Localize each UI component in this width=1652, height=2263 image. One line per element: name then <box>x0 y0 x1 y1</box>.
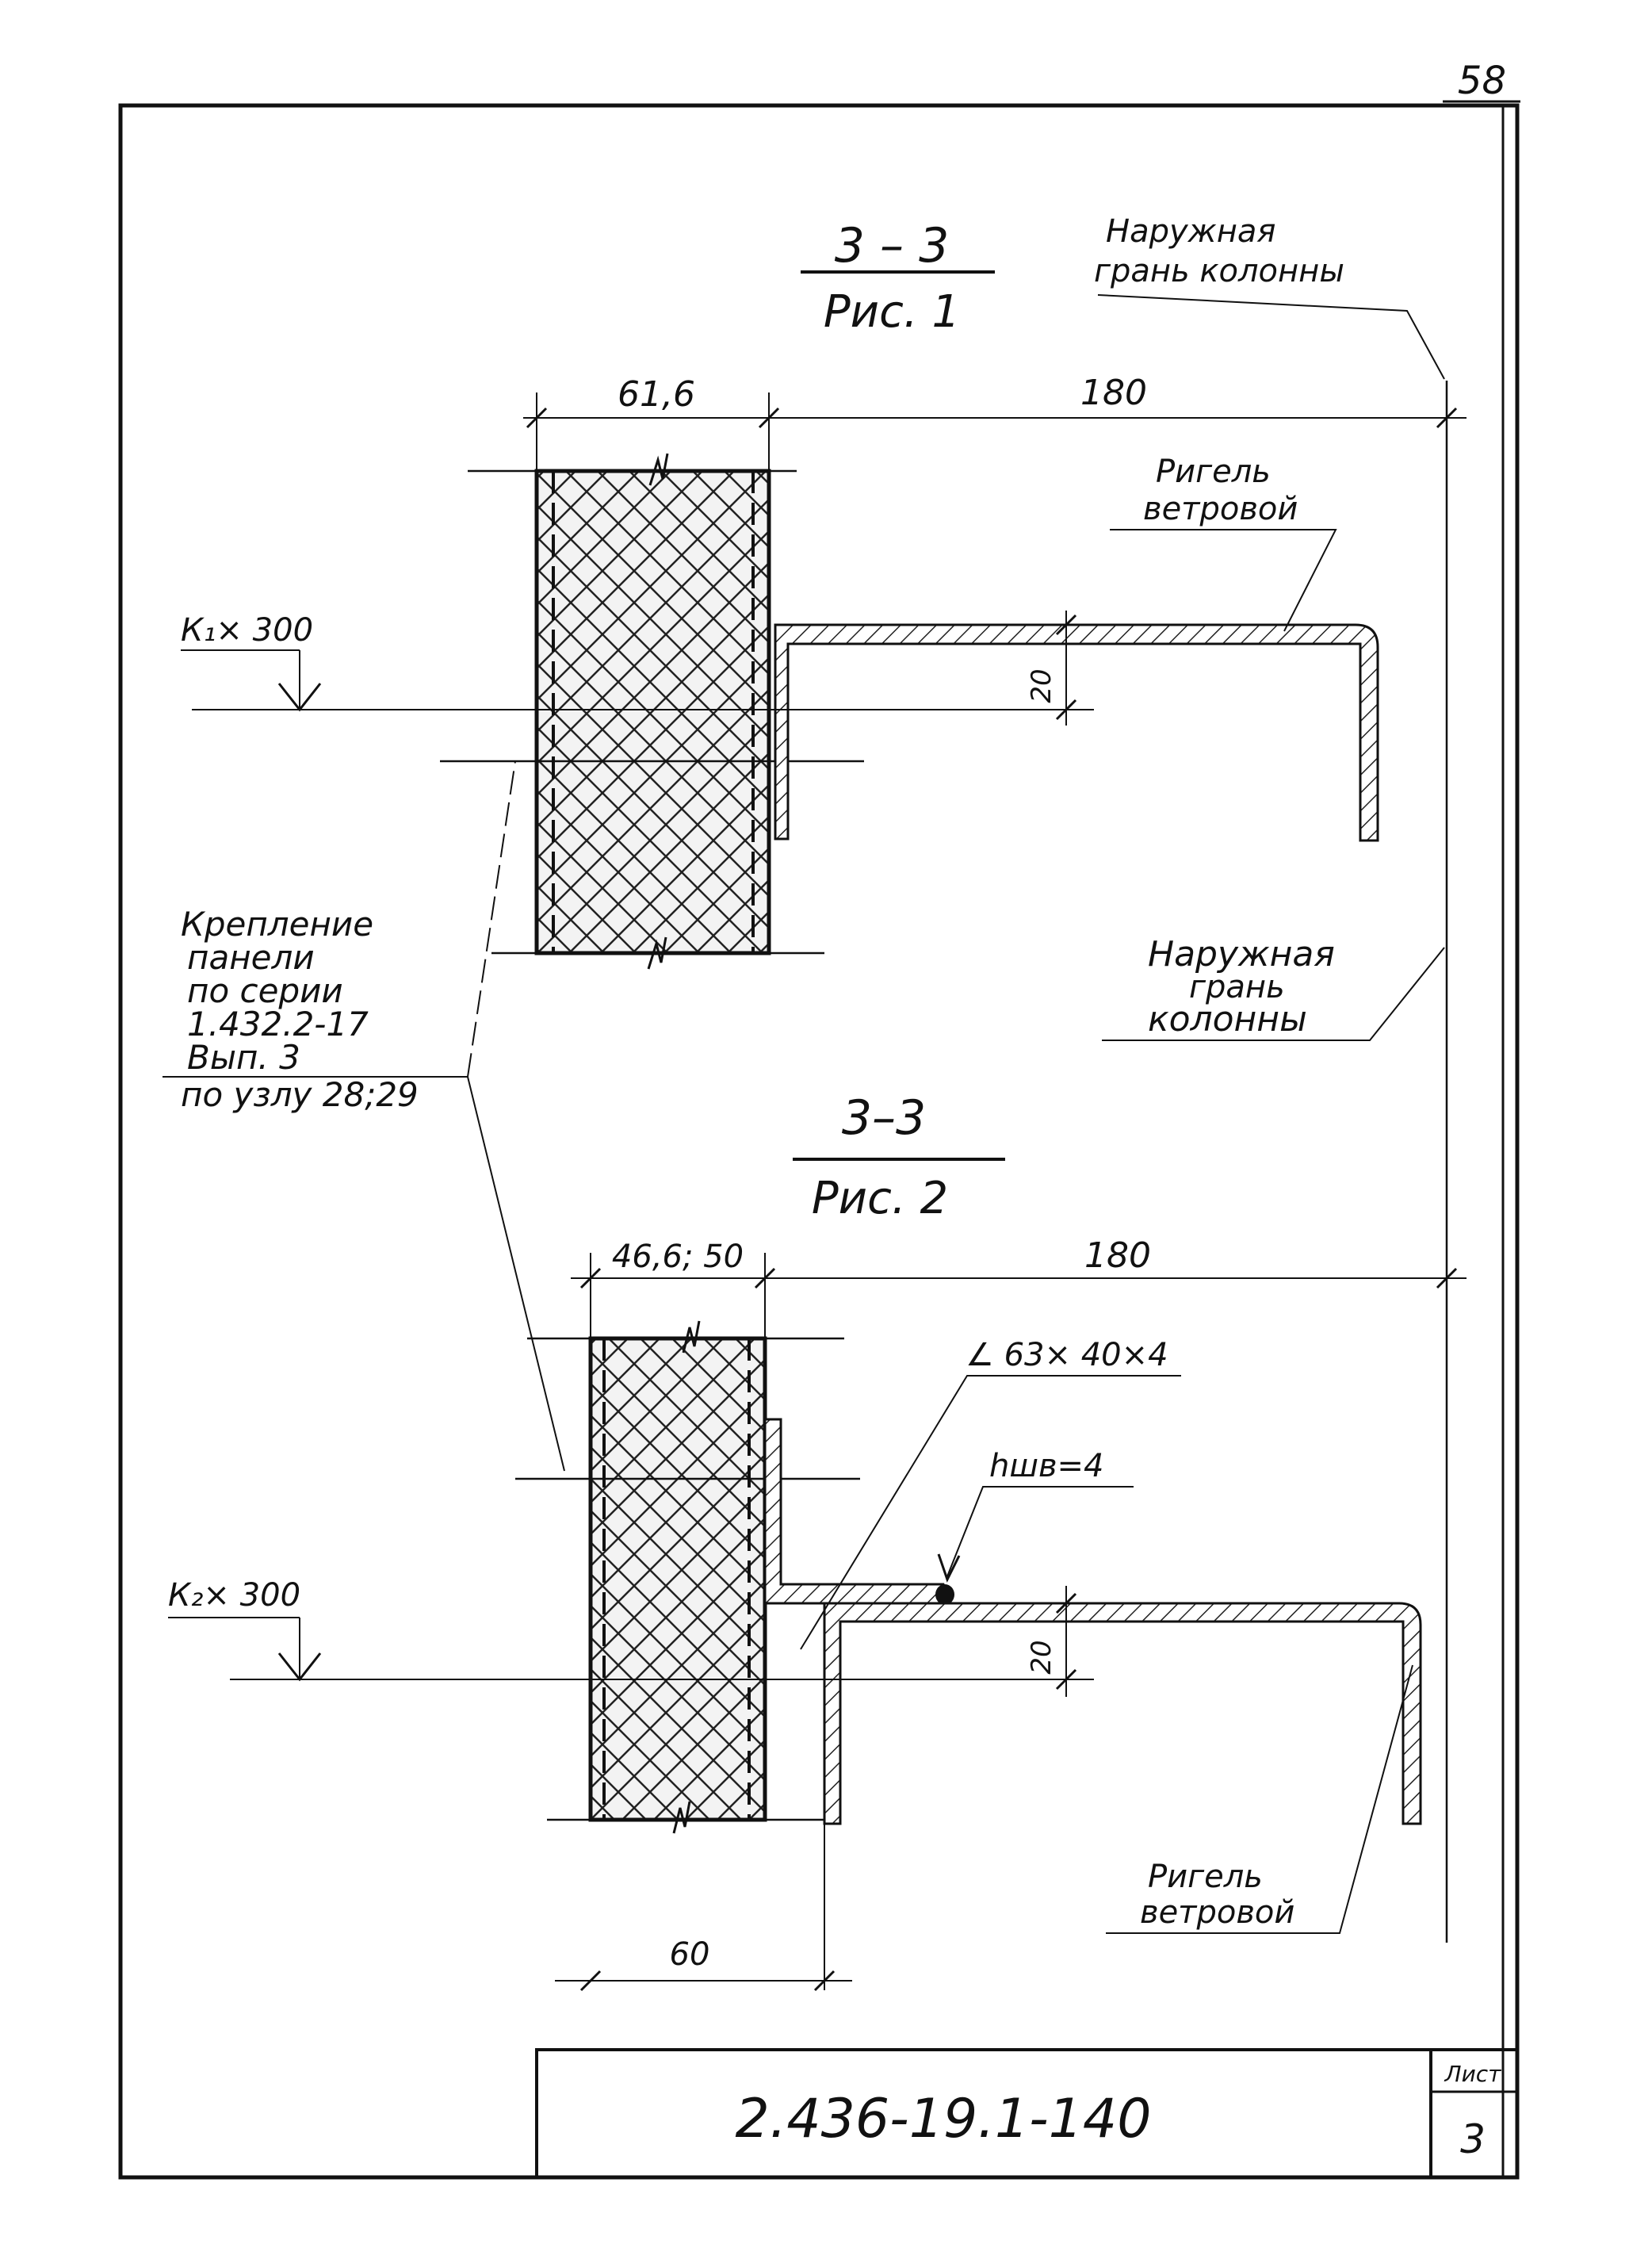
sheet-frame <box>118 103 1520 2180</box>
note-line-1: Крепление <box>181 905 373 944</box>
fig1-outer-face-label-b2: грань <box>1189 969 1285 1005</box>
fig2-dim60-tick-2 <box>813 1970 836 1992</box>
title-block-frame <box>535 2048 1519 2179</box>
fig1-rigel-label-1: Ригель <box>1156 454 1271 490</box>
fig2-dim-panel: 46,6; 50 <box>612 1239 744 1275</box>
fig1-section-mark: 3 – 3 <box>835 218 950 274</box>
fig2-tick-2 <box>754 1267 776 1289</box>
fig2-tick-3 <box>1436 1267 1458 1289</box>
fig1-outer-face-label-2: грань колонны <box>1094 253 1344 289</box>
fig1-outer-face-label-b3: колонны <box>1148 999 1307 1040</box>
sheet-value: 3 <box>1460 2116 1486 2162</box>
fig1-outer-face-leader <box>1097 294 1445 380</box>
fig2-angle-profile <box>763 1418 947 1605</box>
fig1-rigel-leader <box>1110 529 1337 632</box>
fig1-rigel-label-2: ветровой <box>1143 491 1298 527</box>
fig2-dim60-tick-1 <box>579 1970 602 1992</box>
fig2-dim-height: 20 <box>1026 1640 1057 1674</box>
fig2-caption: Рис. 2 <box>812 1173 948 1224</box>
fig2-sandwich-panel <box>588 1336 767 1822</box>
fig2-rigel-label-1: Ригель <box>1148 1859 1263 1895</box>
note-line-3: по серии <box>187 971 343 1010</box>
fig2-angle-leader <box>800 1375 1181 1650</box>
note-line-4: 1.432.2-17 <box>187 1005 369 1043</box>
note-line-2: панели <box>187 938 315 977</box>
fig1-outer-face-label-b1: Наружная <box>1148 934 1335 975</box>
fig1-dim-panel: 61,6 <box>618 374 695 415</box>
title-block: 2.436-19.1-140 Лист 3 <box>535 2048 1519 2179</box>
figure-1: 3 – 3 Рис. 1 Наружная грань колонны 61,6… <box>181 213 1467 1943</box>
fig1-outer-face-leader-b <box>1102 947 1445 1041</box>
fig1-break-bottom <box>647 936 667 970</box>
note-line-6: по узлу 28;29 <box>181 1075 419 1114</box>
fig1-dim-height: 20 <box>1026 668 1057 703</box>
fig1-dim20-tick-bot <box>1055 699 1077 721</box>
fig2-dim-bottom: 60 <box>670 1936 710 1973</box>
fig2-weld-leader <box>946 1486 1134 1577</box>
fig2-dim20-tick-bot <box>1055 1668 1077 1691</box>
fig2-dim-offset: 180 <box>1084 1235 1151 1276</box>
fig2-weld-bead <box>935 1584 954 1605</box>
fig1-tick-1 <box>526 407 548 429</box>
fig1-outer-face-label-1: Наружная <box>1106 213 1275 250</box>
fig1-sandwich-panel <box>534 469 771 955</box>
fig2-rigel-leader <box>1106 1664 1413 1934</box>
fig1-break-top <box>648 453 669 486</box>
panel-fastening-note: Крепление панели по серии 1.432.2-17 Вып… <box>163 760 565 1472</box>
note-leader-up <box>467 760 516 1078</box>
fig1-dim20-tick-top <box>1055 614 1077 636</box>
fig1-caption: Рис. 1 <box>824 286 960 338</box>
fig2-break-top <box>682 1320 701 1354</box>
fig2-tick-1 <box>579 1267 602 1289</box>
fig2-break-bottom <box>672 1801 691 1834</box>
figure-2: 3–3 Рис. 2 46,6; 50 180 ∠ 63× 40×4 hшв=4 <box>168 1090 1467 1992</box>
fig1-wind-girder <box>774 623 1379 842</box>
sheet-label: Лист <box>1444 2061 1502 2087</box>
note-line-5: Вып. 3 <box>187 1038 300 1077</box>
fig2-weld-arrow <box>937 1553 961 1583</box>
fig2-angle-label: ∠ 63× 40×4 <box>966 1337 1168 1373</box>
note-leader-down <box>467 1076 565 1472</box>
fig2-section-mark: 3–3 <box>842 1090 926 1146</box>
fig2-wind-girder <box>823 1602 1422 1825</box>
fig1-level-mark: К₁× 300 <box>181 612 313 649</box>
document-code: 2.436-19.1-140 <box>736 2088 1152 2150</box>
sheet-number: 58 <box>1458 59 1506 103</box>
fig1-dim-offset: 180 <box>1080 373 1147 413</box>
fig2-weld-label: hшв=4 <box>989 1448 1104 1484</box>
fig2-level-mark: К₂× 300 <box>168 1577 300 1614</box>
fig1-tick-2 <box>758 407 780 429</box>
fig2-rigel-label-2: ветровой <box>1140 1894 1294 1931</box>
fig2-dim20-tick-top <box>1055 1592 1077 1614</box>
